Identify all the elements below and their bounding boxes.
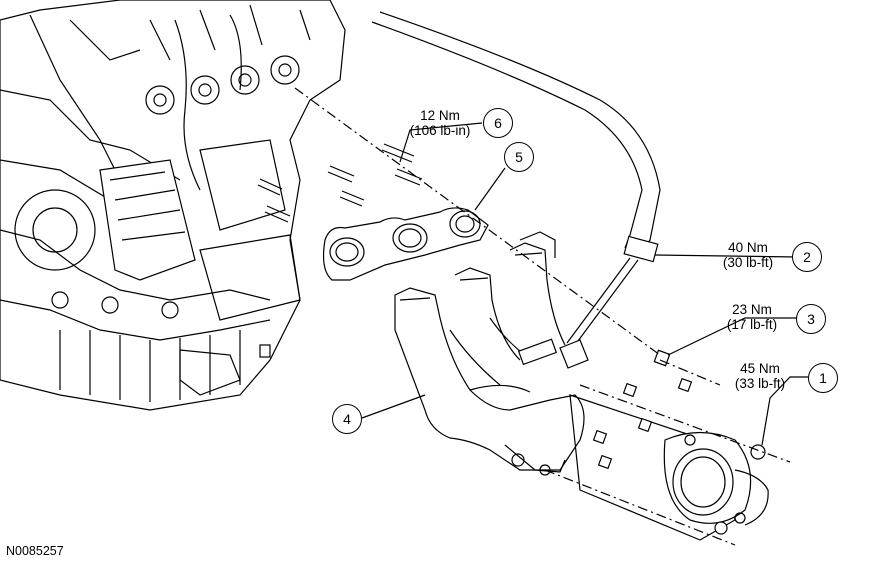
torque-imperial-2: (30 lb-ft) — [722, 255, 774, 270]
torque-imperial-1: (33 lb-ft) — [734, 376, 786, 391]
callout-2: 2 — [792, 242, 822, 272]
torque-label-1: 45 Nm (33 lb-ft) — [720, 361, 800, 391]
manifold-nuts — [592, 349, 766, 535]
leader-lines — [361, 122, 808, 446]
callout-4: 4 — [332, 404, 362, 434]
torque-label-3: 23 Nm (17 lb-ft) — [712, 302, 792, 332]
callout-3: 3 — [796, 304, 826, 334]
manifold-studs — [257, 143, 423, 223]
exhaust-manifold-gasket — [322, 207, 489, 281]
torque-metric-3: 23 Nm — [732, 302, 772, 317]
callout-1: 1 — [808, 363, 838, 393]
torque-metric-6: 12 Nm — [420, 108, 460, 123]
torque-metric-2: 40 Nm — [728, 240, 768, 255]
torque-label-2: 40 Nm (30 lb-ft) — [708, 240, 788, 270]
torque-imperial-3: (17 lb-ft) — [726, 317, 778, 332]
callout-5: 5 — [504, 142, 534, 172]
catalytic-converter-flange — [569, 394, 769, 541]
egr-tube — [371, 11, 661, 346]
callout-6: 6 — [483, 108, 513, 138]
figure-id: N0085257 — [6, 544, 64, 558]
torque-metric-1: 45 Nm — [740, 361, 780, 376]
exhaust-manifold — [394, 231, 589, 476]
engine-block — [0, 0, 346, 411]
alignment-lines — [294, 87, 791, 546]
torque-imperial-6: (106 lb-in) — [409, 123, 471, 138]
torque-label-6: 12 Nm (106 lb-in) — [400, 108, 480, 138]
